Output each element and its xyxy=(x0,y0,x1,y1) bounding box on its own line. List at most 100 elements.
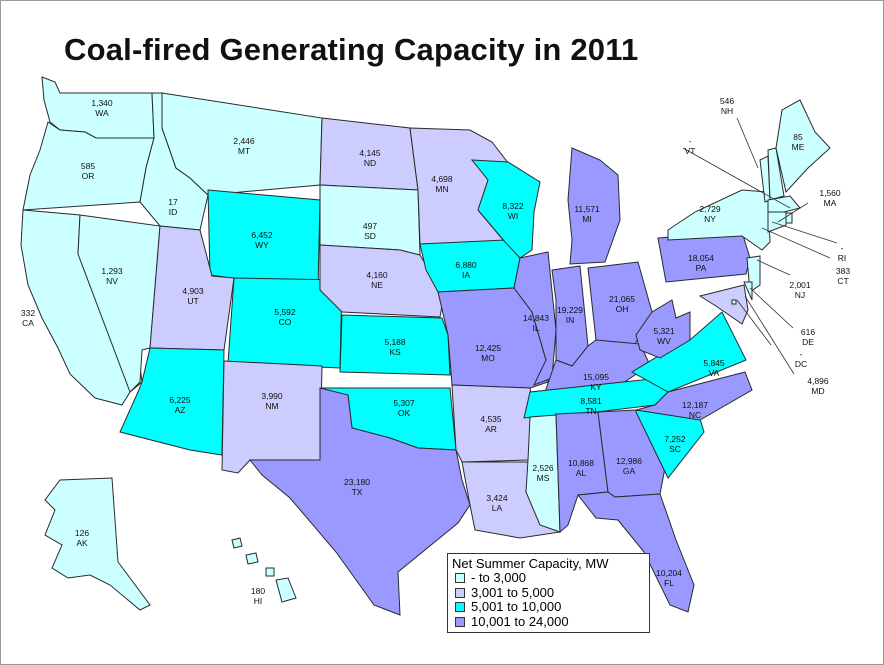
state-abbr: NY xyxy=(704,214,716,224)
state-hi xyxy=(231,537,297,603)
state-value: 4,896 xyxy=(807,376,829,386)
state-value: 546 xyxy=(720,96,734,106)
legend-label: 5,001 to 10,000 xyxy=(471,599,562,615)
state-label-vt: -VT xyxy=(685,136,696,156)
state-value: 8,581 xyxy=(580,396,602,406)
state-dc xyxy=(731,299,737,305)
state-abbr: NJ xyxy=(795,290,805,300)
state-abbr: WI xyxy=(508,211,518,221)
state-value: 12,425 xyxy=(475,343,501,353)
state-me xyxy=(775,99,831,194)
state-value: 1,340 xyxy=(91,98,113,108)
state-nh xyxy=(767,147,785,201)
state-value: 5,188 xyxy=(384,337,406,347)
leader-lines xyxy=(682,117,838,375)
state-value: 2,729 xyxy=(699,204,721,214)
state-label-dc: -DC xyxy=(795,349,807,369)
state-sd xyxy=(319,184,421,256)
state-value: 5,307 xyxy=(393,398,415,408)
state-value: 497 xyxy=(363,221,377,231)
legend-item-tier4: 10,001 to 24,000 xyxy=(452,614,645,630)
state-abbr: MS xyxy=(537,473,550,483)
legend-title: Net Summer Capacity, MW xyxy=(452,556,609,571)
state-value: 21,065 xyxy=(609,294,635,304)
state-value: 2,526 xyxy=(532,463,554,473)
state-value: 18,054 xyxy=(688,253,714,263)
legend-item-tier1: - to 3,000 xyxy=(452,571,645,586)
state-abbr: OH xyxy=(616,304,629,314)
state-wv xyxy=(635,299,691,359)
legend-label: 3,001 to 5,000 xyxy=(471,584,555,600)
state-value: 2,001 xyxy=(789,280,811,290)
state-value: 3,990 xyxy=(261,391,283,401)
state-abbr: GA xyxy=(623,466,636,476)
state-abbr: NM xyxy=(265,401,278,411)
state-abbr: IL xyxy=(532,323,539,333)
state-value: 3,424 xyxy=(486,493,508,503)
state-abbr: PA xyxy=(696,263,707,273)
state-value: 5,321 xyxy=(653,326,675,336)
state-abbr: CA xyxy=(22,318,34,328)
state-shapes xyxy=(20,76,831,616)
legend-swatch xyxy=(455,587,465,598)
state-label-ri: -RI xyxy=(838,243,847,263)
state-value: 4,160 xyxy=(366,270,388,280)
state-abbr: ND xyxy=(364,158,376,168)
state-value: 5,845 xyxy=(703,358,725,368)
state-value: 1,293 xyxy=(101,266,123,276)
state-ks xyxy=(339,314,451,376)
state-value: 7,252 xyxy=(664,434,686,444)
state-abbr: HI xyxy=(254,596,263,606)
state-abbr: NV xyxy=(106,276,118,286)
state-value: 15,095 xyxy=(583,372,609,382)
state-abbr: NE xyxy=(371,280,383,290)
state-abbr: AZ xyxy=(175,405,186,415)
state-value: 17 xyxy=(168,197,178,207)
state-abbr: KY xyxy=(590,382,602,392)
state-value: 10,204 xyxy=(656,568,682,578)
state-abbr: MO xyxy=(481,353,495,363)
state-tx xyxy=(248,387,471,616)
state-abbr: SD xyxy=(364,231,376,241)
state-abbr: IN xyxy=(566,315,575,325)
state-abbr: MT xyxy=(238,146,250,156)
state-value: 10,868 xyxy=(568,458,594,468)
legend-label: - to 3,000 xyxy=(471,570,526,586)
state-abbr: WY xyxy=(255,240,269,250)
state-value: 12,187 xyxy=(682,400,708,410)
state-abbr: CT xyxy=(837,276,848,286)
legend-item-tier2: 3,001 to 5,000 xyxy=(452,584,645,601)
state-ny xyxy=(667,189,771,251)
state-abbr: TN xyxy=(585,406,596,416)
legend-swatch xyxy=(455,616,465,627)
legend-swatch xyxy=(455,573,465,584)
state-abbr: UT xyxy=(187,296,198,306)
state-value: 4,903 xyxy=(182,286,204,296)
state-abbr: RI xyxy=(838,253,847,263)
state-abbr: OR xyxy=(82,171,95,181)
map-legend: Net Summer Capacity, MW - to 3,000 3,001… xyxy=(447,553,650,633)
